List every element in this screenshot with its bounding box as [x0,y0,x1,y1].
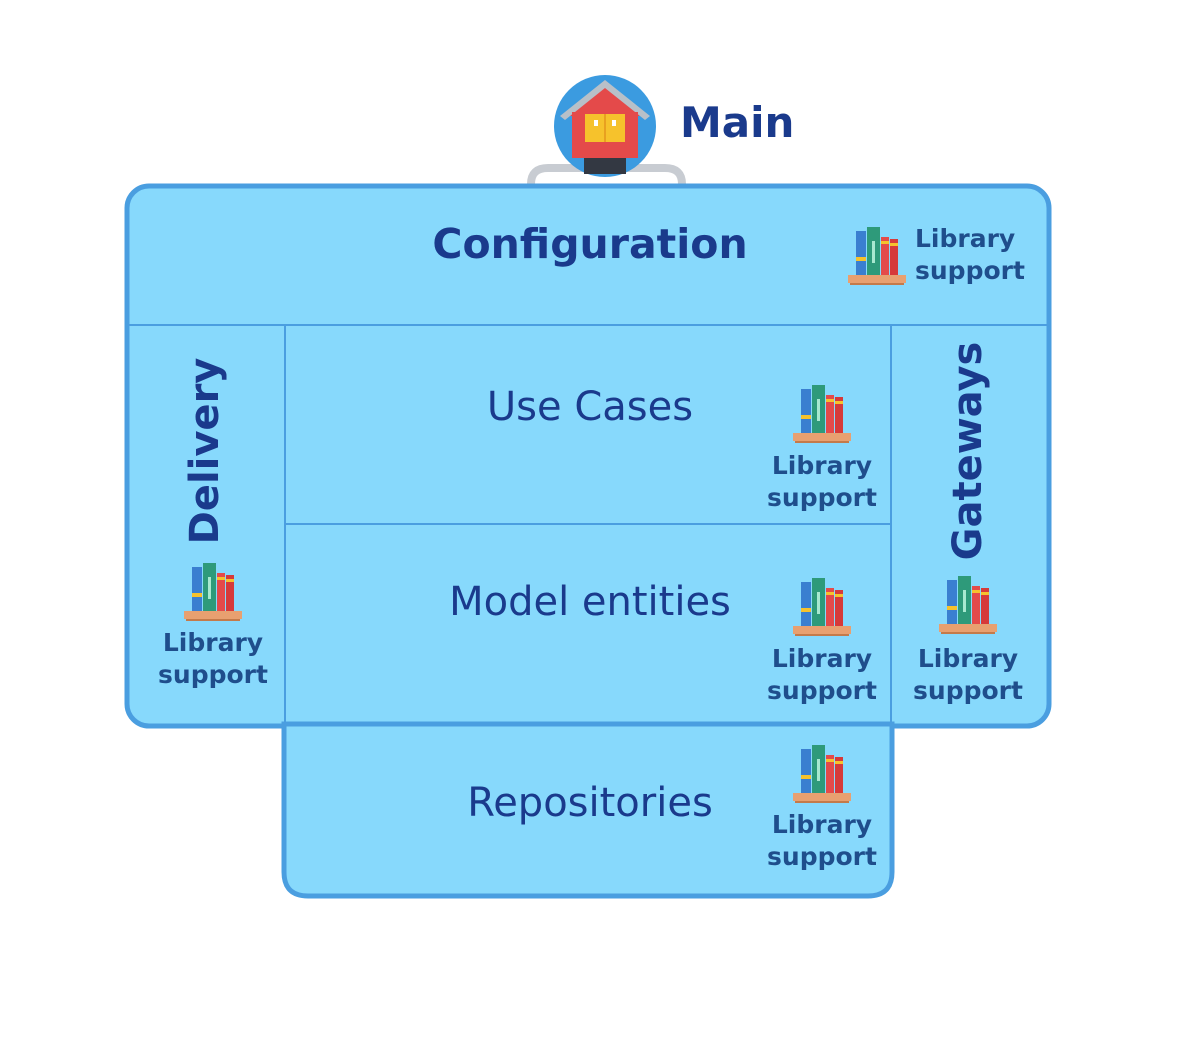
main-label: Main [680,98,795,147]
delivery-title: Delivery [182,357,228,545]
library-line1: Library [771,810,873,839]
usecases-library-text: Library support [752,450,892,514]
repositories-title: Repositories [467,780,713,826]
library-line2: support [913,676,1023,705]
configuration-title: Configuration [432,220,748,268]
repositories-library-text: Library support [752,809,892,873]
entities-library-text: Library support [752,643,892,707]
library-line2: support [915,256,1025,285]
delivery-library-text: Library support [143,627,283,691]
model-entities-title: Model entities [449,579,731,625]
use-cases-title: Use Cases [486,384,694,430]
library-line1: Library [917,644,1019,673]
gateways-library-text: Library support [898,643,1038,707]
library-line1: Library [162,628,264,657]
library-line2: support [767,676,877,705]
config-library-text: Library support [915,223,1025,287]
library-line1: Library [915,224,1016,253]
library-line2: support [767,483,877,512]
library-line1: Library [771,644,873,673]
house-icon [554,75,656,177]
library-line2: support [158,660,268,689]
library-line1: Library [771,451,873,480]
gateways-title: Gateways [945,341,991,561]
repositories-panel [281,721,895,899]
library-line2: support [767,842,877,871]
